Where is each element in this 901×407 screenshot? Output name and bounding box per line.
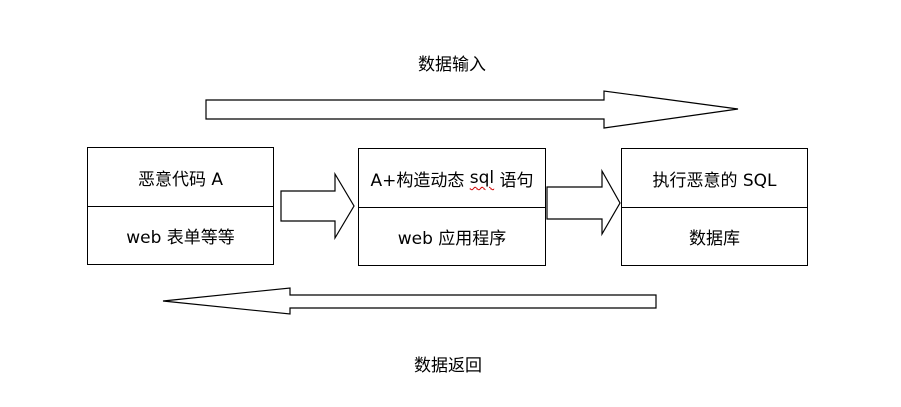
webapp-title-prefix: A+构造动态 xyxy=(370,170,470,191)
attacker-node: 恶意代码 A web 表单等等 xyxy=(87,147,274,265)
data-input-arrow xyxy=(205,90,739,129)
attacker-node-title: 恶意代码 A xyxy=(88,148,273,207)
data-return-arrow xyxy=(162,287,657,315)
flow-arrow-attacker-to-webapp xyxy=(280,171,355,241)
flow-arrow-webapp-to-database xyxy=(546,168,621,237)
webapp-node-subtitle: web 应用程序 xyxy=(397,228,507,249)
webapp-title-suffix: 语句 xyxy=(494,170,534,191)
database-node: 执行恶意的 SQL 数据库 xyxy=(621,148,808,266)
database-node-title: 执行恶意的 SQL xyxy=(622,149,807,208)
webapp-node: A+构造动态 sql 语句 web 应用程序 xyxy=(358,148,546,266)
database-node-subtitle: 数据库 xyxy=(689,228,740,249)
data-return-label: 数据返回 xyxy=(414,356,482,376)
attacker-node-subtitle: web 表单等等 xyxy=(126,227,235,248)
spellcheck-underlined-word: sql xyxy=(469,168,495,188)
data-input-label: 数据输入 xyxy=(418,55,486,75)
webapp-node-title: A+构造动态 sql 语句 xyxy=(359,149,545,208)
